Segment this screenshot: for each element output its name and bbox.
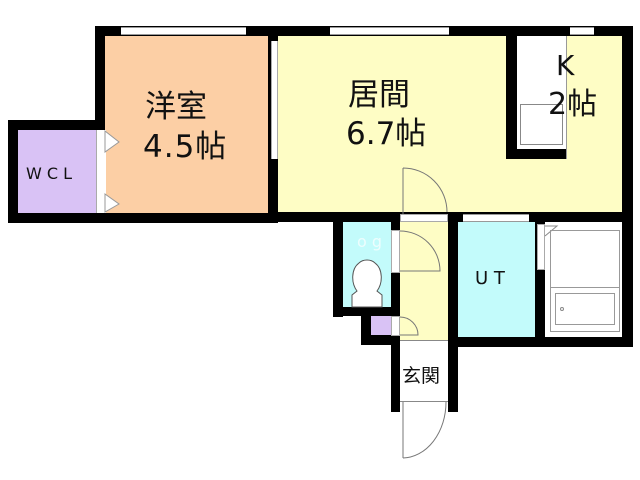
bathtub-drain-icon <box>560 307 564 311</box>
wall-toilet-left <box>333 212 343 317</box>
toilet-door-swing-icon <box>399 230 441 272</box>
entrance-step-line <box>400 401 448 402</box>
opening-hall-top <box>400 214 448 222</box>
storage-door-swing-icon <box>399 316 419 336</box>
entrance-label: 玄関 <box>402 365 441 387</box>
window-kitchen-top <box>570 27 594 35</box>
opening-western-living <box>271 41 278 159</box>
living-room-name: 居間 <box>348 77 410 113</box>
wall-bottom-left <box>8 213 278 223</box>
room-entrance <box>400 340 448 402</box>
wall-wcl-left <box>8 120 18 223</box>
hall-step-line <box>400 340 448 341</box>
toilet-faint-text: o g <box>357 232 383 251</box>
window-western-top <box>121 27 246 35</box>
room-ut <box>458 222 535 337</box>
kitchen-divider-line <box>566 36 567 159</box>
room-bath <box>545 222 622 337</box>
bathtub-icon <box>550 230 620 332</box>
wall-toilet-right <box>391 222 400 338</box>
bathtub-inner-line <box>551 287 619 288</box>
kitchen-size: 2帖 <box>548 87 598 122</box>
bathtub-basin-icon <box>555 293 615 325</box>
window-living-top <box>330 27 449 35</box>
room-wcl <box>18 130 96 213</box>
wall-wcl-top <box>8 120 105 130</box>
wall-ut-bath <box>535 222 545 346</box>
bath-door-hinge-icon <box>544 225 559 237</box>
opening-wcl-door <box>96 130 106 213</box>
wall-western-left <box>95 26 105 130</box>
kitchen-sink-icon <box>520 104 563 145</box>
western-room-size: 4.5帖 <box>143 129 228 165</box>
wall-kitchen-bottom <box>506 149 566 159</box>
wall-ut-bottom <box>448 337 633 347</box>
western-room-name: 洋室 <box>145 89 207 125</box>
living-door-swing-icon <box>402 167 448 214</box>
toilet-fixture-icon <box>351 259 383 308</box>
room-storage <box>371 316 391 335</box>
wcl-label: W C L <box>26 164 73 183</box>
opening-toilet-door <box>391 230 400 273</box>
wall-storage-left <box>361 307 371 345</box>
opening-storage-door <box>391 316 400 336</box>
wall-hall-ut <box>448 212 458 412</box>
ut-label: U T <box>475 268 505 289</box>
kitchen-name: K <box>556 49 575 82</box>
entrance-door-swing-icon <box>402 401 447 459</box>
wall-entrance-left <box>391 338 400 412</box>
wcl-door-hinge-icon <box>104 129 120 213</box>
opening-bath-door <box>537 224 545 270</box>
room-western <box>105 36 270 213</box>
room-hall <box>400 222 448 340</box>
wall-kitchen-left <box>506 36 517 159</box>
opening-ut-top <box>463 214 529 222</box>
wall-storage-bottom <box>361 335 400 345</box>
living-room-size: 6.7帖 <box>346 116 427 152</box>
wall-right <box>622 26 633 346</box>
